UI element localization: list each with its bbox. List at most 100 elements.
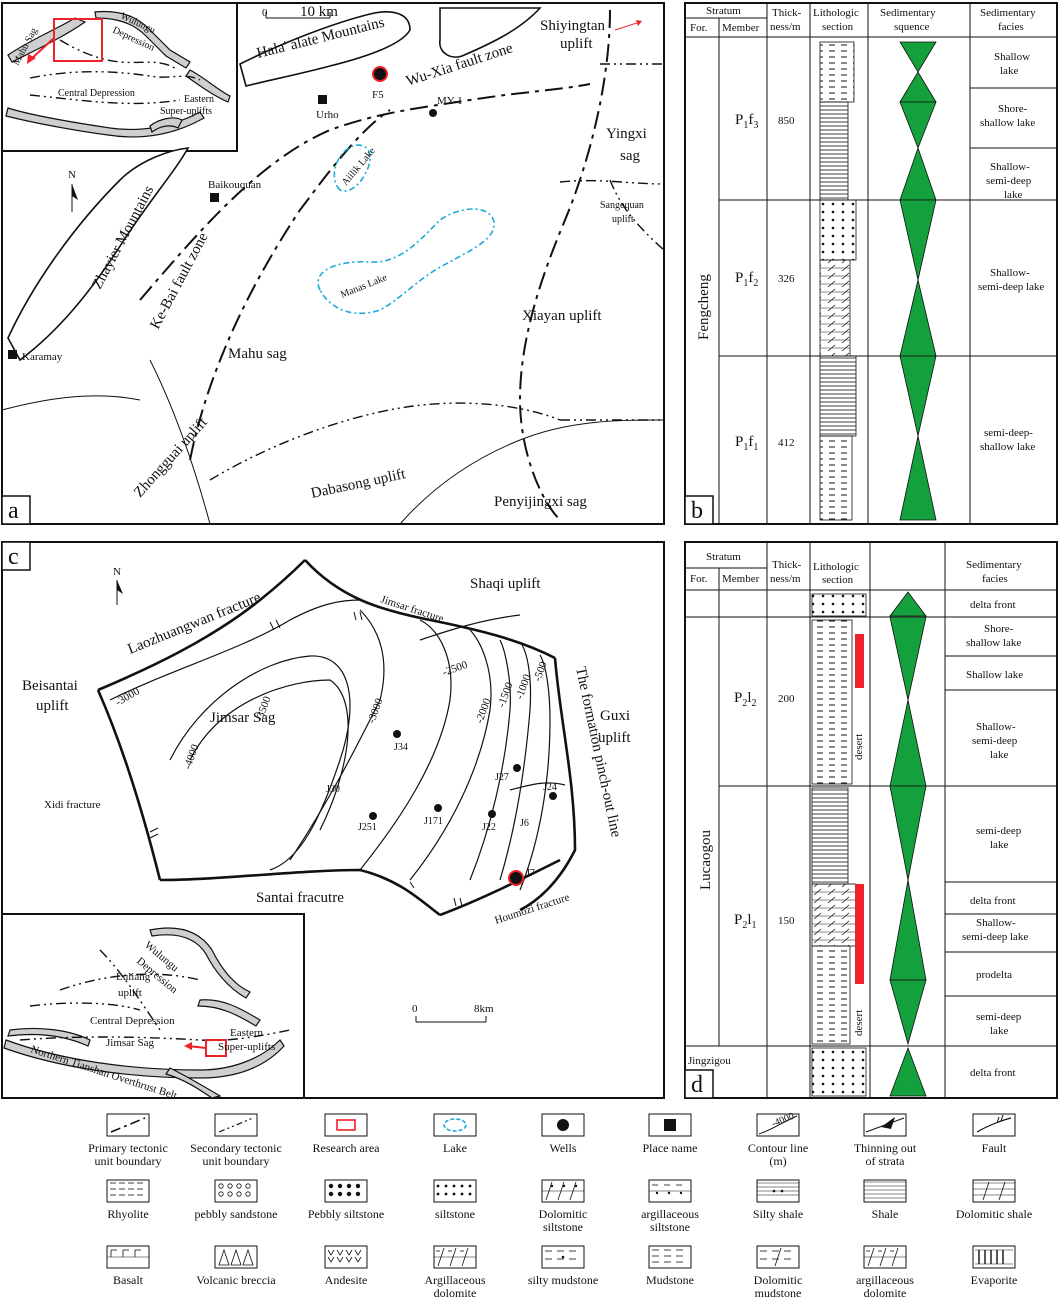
svg-text:shallow lake: shallow lake [966,637,1021,649]
formation-fengcheng: Fengcheng [696,274,712,340]
svg-text:Shallow: Shallow [994,51,1030,63]
wells-icon [541,1113,585,1137]
legend-label: Place name [643,1141,698,1155]
legend-item: pebbly sandstone [195,1179,278,1221]
svg-text:J251: J251 [358,822,377,833]
legend-label: Evaporite [971,1273,1018,1287]
label-pinchout: The formation pinch-out line [572,666,624,840]
formation-jingzigou: Jingzigou [688,1055,731,1067]
legend-label: siltstone [650,1220,690,1234]
legend-label: unit boundary [203,1154,270,1168]
legend-label: Shale [872,1207,899,1221]
member-p1f3: P1f3 850 [735,112,795,131]
inset-a-central: Central Depression [58,88,135,99]
panel-c-map: c N -3000 -3500 - [1,541,665,1102]
svg-text:Central Depression: Central Depression [90,1015,175,1027]
hala-alate-mountains [239,11,411,87]
panel-b-lithology [819,41,857,521]
panel-d-column: Stratum For. Member Thick- ness/m Lithol… [684,541,1058,1099]
legend-label: silty mudstone [528,1273,598,1287]
label-shiyingtan: Shiyingtan [540,18,606,34]
svg-text:0: 0 [412,1003,418,1015]
svg-text:For.: For. [690,573,708,585]
svg-text:Member: Member [722,22,760,34]
legend-label: Rhyolite [107,1207,148,1221]
panel-c-scale: 0 8km [412,1003,494,1023]
svg-text:semi-deep: semi-deep [972,735,1018,747]
panel-b-letter: b [691,498,703,524]
upper-right-mountain [439,7,542,58]
panel-c-north-arrow: N [113,566,123,605]
legend-label: Dolomitic [539,1207,588,1221]
panel-d-sequence [889,591,927,1097]
member-p2l1: P2l1 150 [734,912,795,931]
thinning-icon [863,1113,907,1137]
legend-item: Evaporite [971,1245,1018,1287]
svg-text:lake: lake [990,1025,1008,1037]
svg-text:semi-deep-: semi-deep- [984,427,1033,439]
svg-text:uplift: uplift [36,698,69,714]
legend-item: Volcanic breccia [196,1245,276,1287]
label-urho: Urho [316,109,339,121]
svg-text:Lithologic: Lithologic [813,561,859,573]
panel-a-inset-frame [1,2,238,152]
member-p1f1: P1f1 412 [735,434,795,453]
svg-text:-2000: -2000 [474,696,494,725]
svg-text:Member: Member [722,573,760,585]
legend-item: siltstone [433,1179,477,1221]
desert-label-upper: desert [853,734,865,760]
panel-c-fault-ticks [149,611,463,907]
svg-text:P1f3: P1f3 [735,112,758,131]
svg-text:semi-deep lake: semi-deep lake [962,931,1028,943]
pinchout-line [519,657,577,912]
panel-a-scale: 0 10 km [262,4,338,20]
panel-a-inset: Mahu Sag Wulungu Depression Central Depr… [5,11,231,138]
boundary-secondary-4 [609,179,665,251]
dolomitic-shale-icon [972,1179,1016,1203]
silty-shale-icon [756,1179,800,1203]
svg-text:Shore-: Shore- [984,623,1014,635]
boundary-wuxia [139,83,591,301]
svg-text:10 km: 10 km [300,4,338,20]
contour-line-icon: -4000 [756,1111,800,1137]
svg-text:Sedimentary: Sedimentary [880,7,936,19]
svg-text:Luliang: Luliang [116,971,151,983]
svg-text:Sedimentary: Sedimentary [966,559,1022,571]
member-p1f2: P1f2 326 [735,270,795,289]
svg-text:200: 200 [778,693,795,705]
svg-text:uplift: uplift [118,987,142,999]
svg-text:P2l2: P2l2 [734,690,757,709]
label-jimsar-sag: Jimsar Sag [210,710,276,726]
svg-text:semi-deep: semi-deep [976,1011,1022,1023]
label-penyijingxi: Penyijingxi sag [494,494,587,510]
svg-text:sag: sag [620,148,640,164]
legend-label: Andesite [325,1273,368,1287]
legend-label: Mudstone [646,1273,694,1287]
legend-label: unit boundary [95,1154,162,1168]
argillaceous-dolomite2-icon [863,1245,907,1269]
boundary-east [518,9,611,521]
andesite-icon [324,1245,368,1269]
label-xiayan: Xiayan uplift [522,308,602,324]
legend-item: Place name [643,1113,698,1155]
svg-text:shallow lake: shallow lake [980,117,1035,129]
label-dabasong: Dabasong uplift [310,466,408,502]
secondary-boundary-icon [214,1113,258,1137]
svg-text:delta front: delta front [970,1067,1016,1079]
houmozi-fracture [439,858,561,917]
legend-label: argillaceous [856,1273,914,1287]
svg-text:8km: 8km [474,1003,494,1015]
svg-text:-3000: -3000 [114,685,143,708]
silty-mudstone-icon [541,1245,585,1269]
svg-text:0: 0 [262,7,268,19]
panel-b-sequence [899,41,937,521]
legend-label: Fault [982,1141,1007,1155]
legend-item: Fault [972,1113,1016,1155]
svg-text:-3000: -3000 [366,696,386,725]
svg-text:Thick-: Thick- [772,7,802,19]
place-karamay [8,350,17,359]
